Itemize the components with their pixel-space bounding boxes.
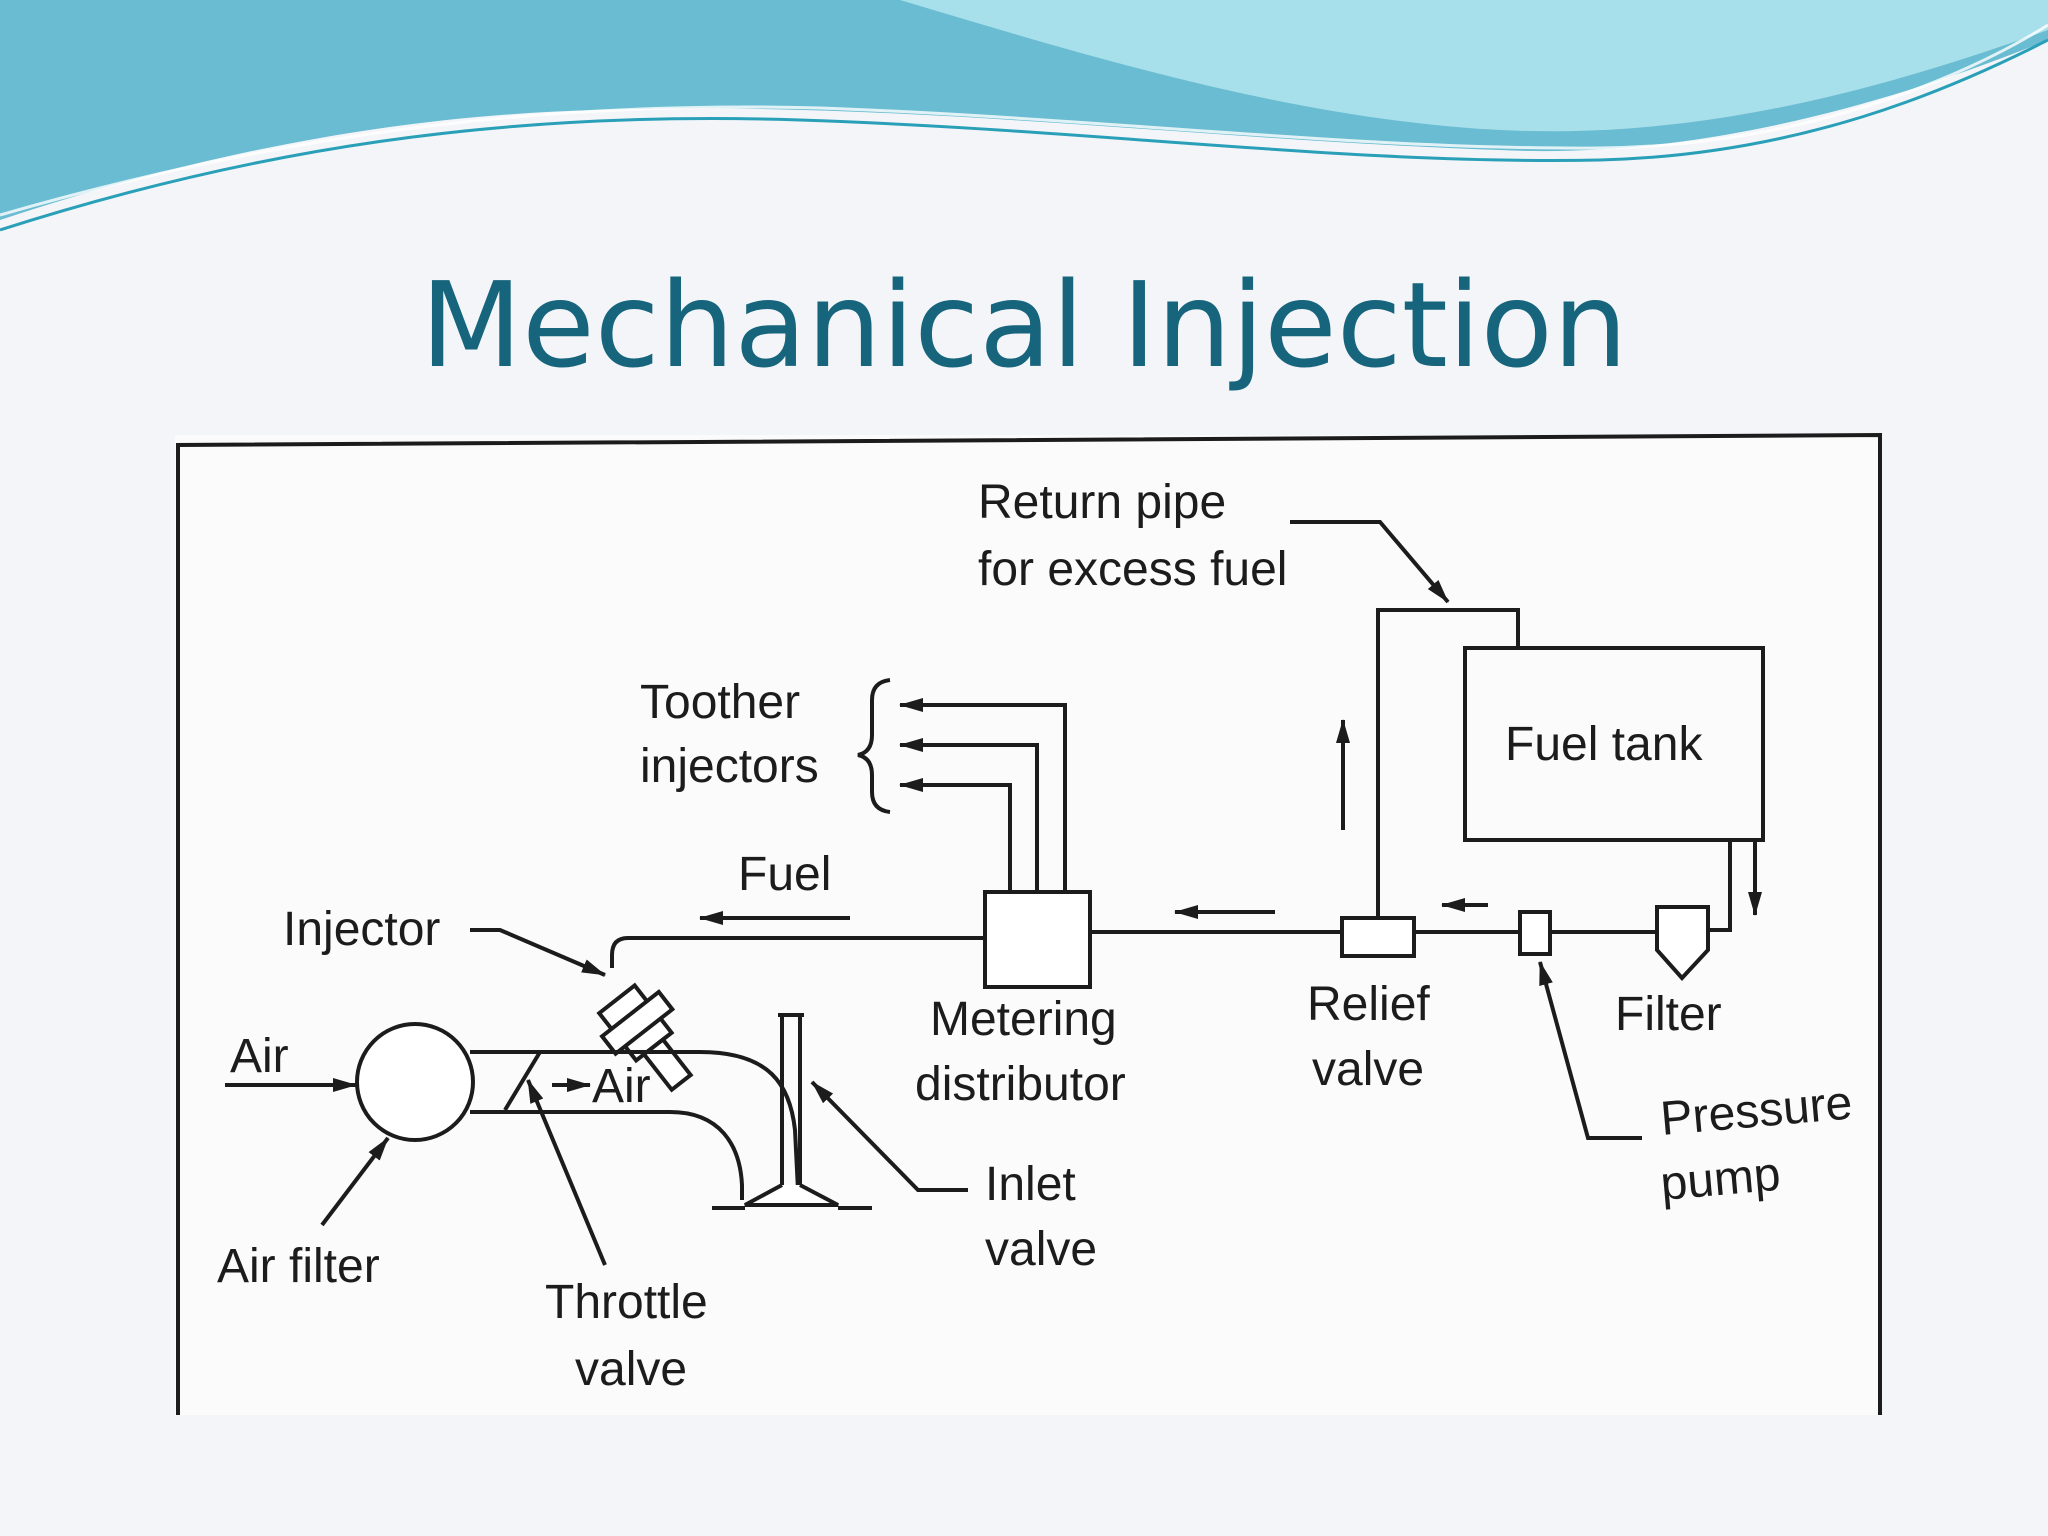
pipe-to-injector-3 — [899, 778, 1012, 892]
injectors-brace — [857, 678, 891, 814]
return-pipe — [1376, 608, 1520, 925]
pipe-to-injector-1 — [899, 698, 1067, 892]
air-filter-label: Air filter — [217, 1240, 380, 1293]
metering-distributor — [983, 890, 1092, 989]
relief-valve — [1340, 916, 1416, 958]
slide-title: Mechanical Injection — [420, 256, 1628, 394]
injectors-label: injectors — [640, 740, 819, 793]
fuel-tank — [1463, 646, 1765, 842]
throttle-pointer — [526, 1079, 607, 1266]
fuel-tank-label: Fuel tank — [1505, 718, 1703, 771]
fuel-label: Fuel — [738, 848, 831, 901]
relief-label: Relief — [1307, 978, 1430, 1031]
inlet-label: Inlet — [985, 1158, 1076, 1211]
main-fuel-line-left — [610, 936, 985, 968]
return-pipe-label: Return pipe — [978, 476, 1226, 529]
throttle-valve — [503, 1050, 542, 1112]
tank-outlet-pipe — [1708, 840, 1732, 932]
air-in-label: Air — [230, 1030, 289, 1083]
relief-valve-label: valve — [1312, 1043, 1424, 1096]
air-flow-label: Air — [592, 1060, 651, 1113]
distributor-label: distributor — [915, 1058, 1126, 1111]
pipe-to-injector-2 — [899, 738, 1039, 892]
inlet-valve-pointer — [810, 1080, 968, 1192]
inlet-valve-stem — [778, 1013, 804, 1185]
air-filter-pointer — [320, 1136, 390, 1227]
header-wave-line-2 — [0, 23, 2048, 217]
filter-label: Filter — [1615, 988, 1722, 1041]
inlet-valve-label: valve — [985, 1223, 1097, 1276]
to-other-label: Toother — [640, 676, 800, 729]
injector-pointer — [470, 928, 606, 977]
inlet-valve-head — [744, 1183, 839, 1207]
air-filter — [355, 1022, 475, 1142]
figure-border — [176, 432, 1882, 1415]
pressure-pump-pointer — [1538, 961, 1642, 1140]
fuel-filter — [1655, 905, 1710, 981]
injector-label: Injector — [283, 903, 440, 956]
header-wave-line — [0, 38, 2048, 232]
intake-lower-wall — [470, 1110, 744, 1200]
pump-label: pump — [1658, 1148, 1782, 1211]
intake-upper-wall — [470, 1050, 800, 1191]
return-pipe-pointer — [1290, 520, 1450, 604]
header-wave-light — [900, 0, 2048, 132]
throttle-valve-label: valve — [575, 1343, 687, 1396]
throttle-label: Throttle — [545, 1276, 708, 1329]
metering-label: Metering — [930, 993, 1117, 1046]
pressure-pump — [1518, 910, 1552, 956]
injector — [596, 982, 694, 1093]
excess-fuel-label: for excess fuel — [978, 543, 1287, 596]
